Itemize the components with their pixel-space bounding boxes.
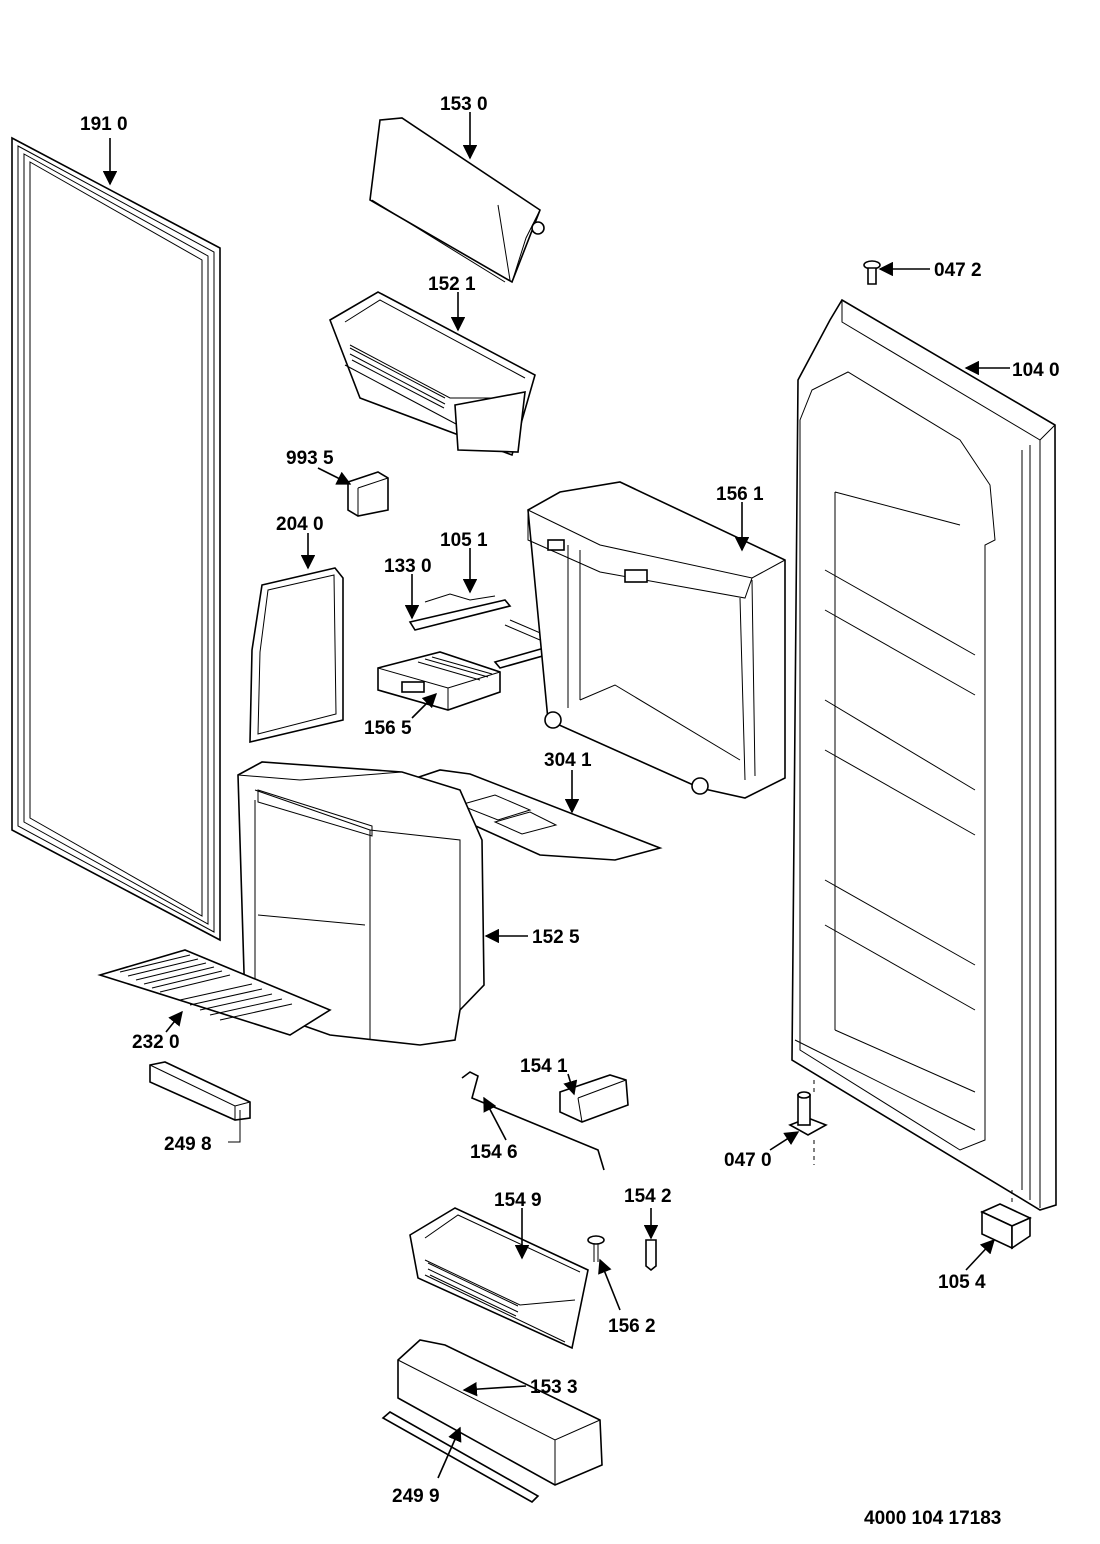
wire-rod: [461, 1071, 605, 1171]
shelf-pattern: [349, 347, 446, 409]
label-1565: 156 5: [364, 718, 412, 739]
label-1521: 152 1: [428, 274, 476, 295]
pin: [645, 1239, 657, 1272]
label-1549: 154 9: [494, 1190, 542, 1211]
label-1040: 104 0: [1012, 360, 1060, 381]
label-3041: 304 1: [544, 750, 592, 771]
leader-lines: [102, 112, 1010, 1479]
label-1051: 105 1: [440, 530, 488, 551]
lower-door-shelf: [409, 1207, 589, 1350]
label-2499: 249 9: [392, 1486, 440, 1507]
dairy-compartment-lid: [369, 117, 545, 284]
label-1525: 152 5: [532, 927, 580, 948]
dispenser-panel: [249, 567, 344, 744]
door-panel: [791, 298, 1057, 1211]
part-labels: 191 0 153 0 152 1 993 5 204 0 105 1 133 …: [80, 94, 1060, 1529]
hinge-bracket: [980, 1190, 1032, 1250]
label-2498: 249 8: [164, 1134, 212, 1155]
label-1533: 153 3: [530, 1377, 578, 1398]
upper-door-shelf: [329, 291, 536, 457]
bottle-shelf: [397, 1339, 603, 1486]
bottle-container: [237, 761, 485, 1046]
label-1541: 154 1: [520, 1056, 568, 1077]
drawing-number: 4000 104 17183: [864, 1508, 1001, 1529]
grille: [97, 949, 332, 1036]
top-hinge-pin: [863, 260, 881, 285]
label-1561: 156 1: [716, 484, 764, 505]
grille-slots: [119, 954, 293, 1021]
small-block: [347, 471, 389, 517]
label-0472: 047 2: [934, 260, 982, 281]
label-0470: 047 0: [724, 1150, 772, 1171]
label-2320: 232 0: [132, 1032, 180, 1053]
door-gasket: [11, 136, 221, 942]
screw: [587, 1235, 605, 1262]
label-1530: 153 0: [440, 94, 488, 115]
label-1542: 154 2: [624, 1186, 672, 1207]
label-1910: 191 0: [80, 114, 128, 135]
label-9935: 993 5: [286, 448, 334, 469]
bottom-hinge-pin: [788, 1080, 828, 1165]
label-1054: 105 4: [938, 1272, 986, 1293]
label-2040: 204 0: [276, 514, 324, 535]
label-1330: 133 0: [384, 556, 432, 577]
dispenser-housing: [527, 481, 786, 799]
drip-tray: [377, 651, 501, 711]
shelf-trim: [381, 1411, 540, 1503]
label-1562: 156 2: [608, 1316, 656, 1337]
trim-strip: [149, 1061, 251, 1121]
label-1546: 154 6: [470, 1142, 518, 1163]
